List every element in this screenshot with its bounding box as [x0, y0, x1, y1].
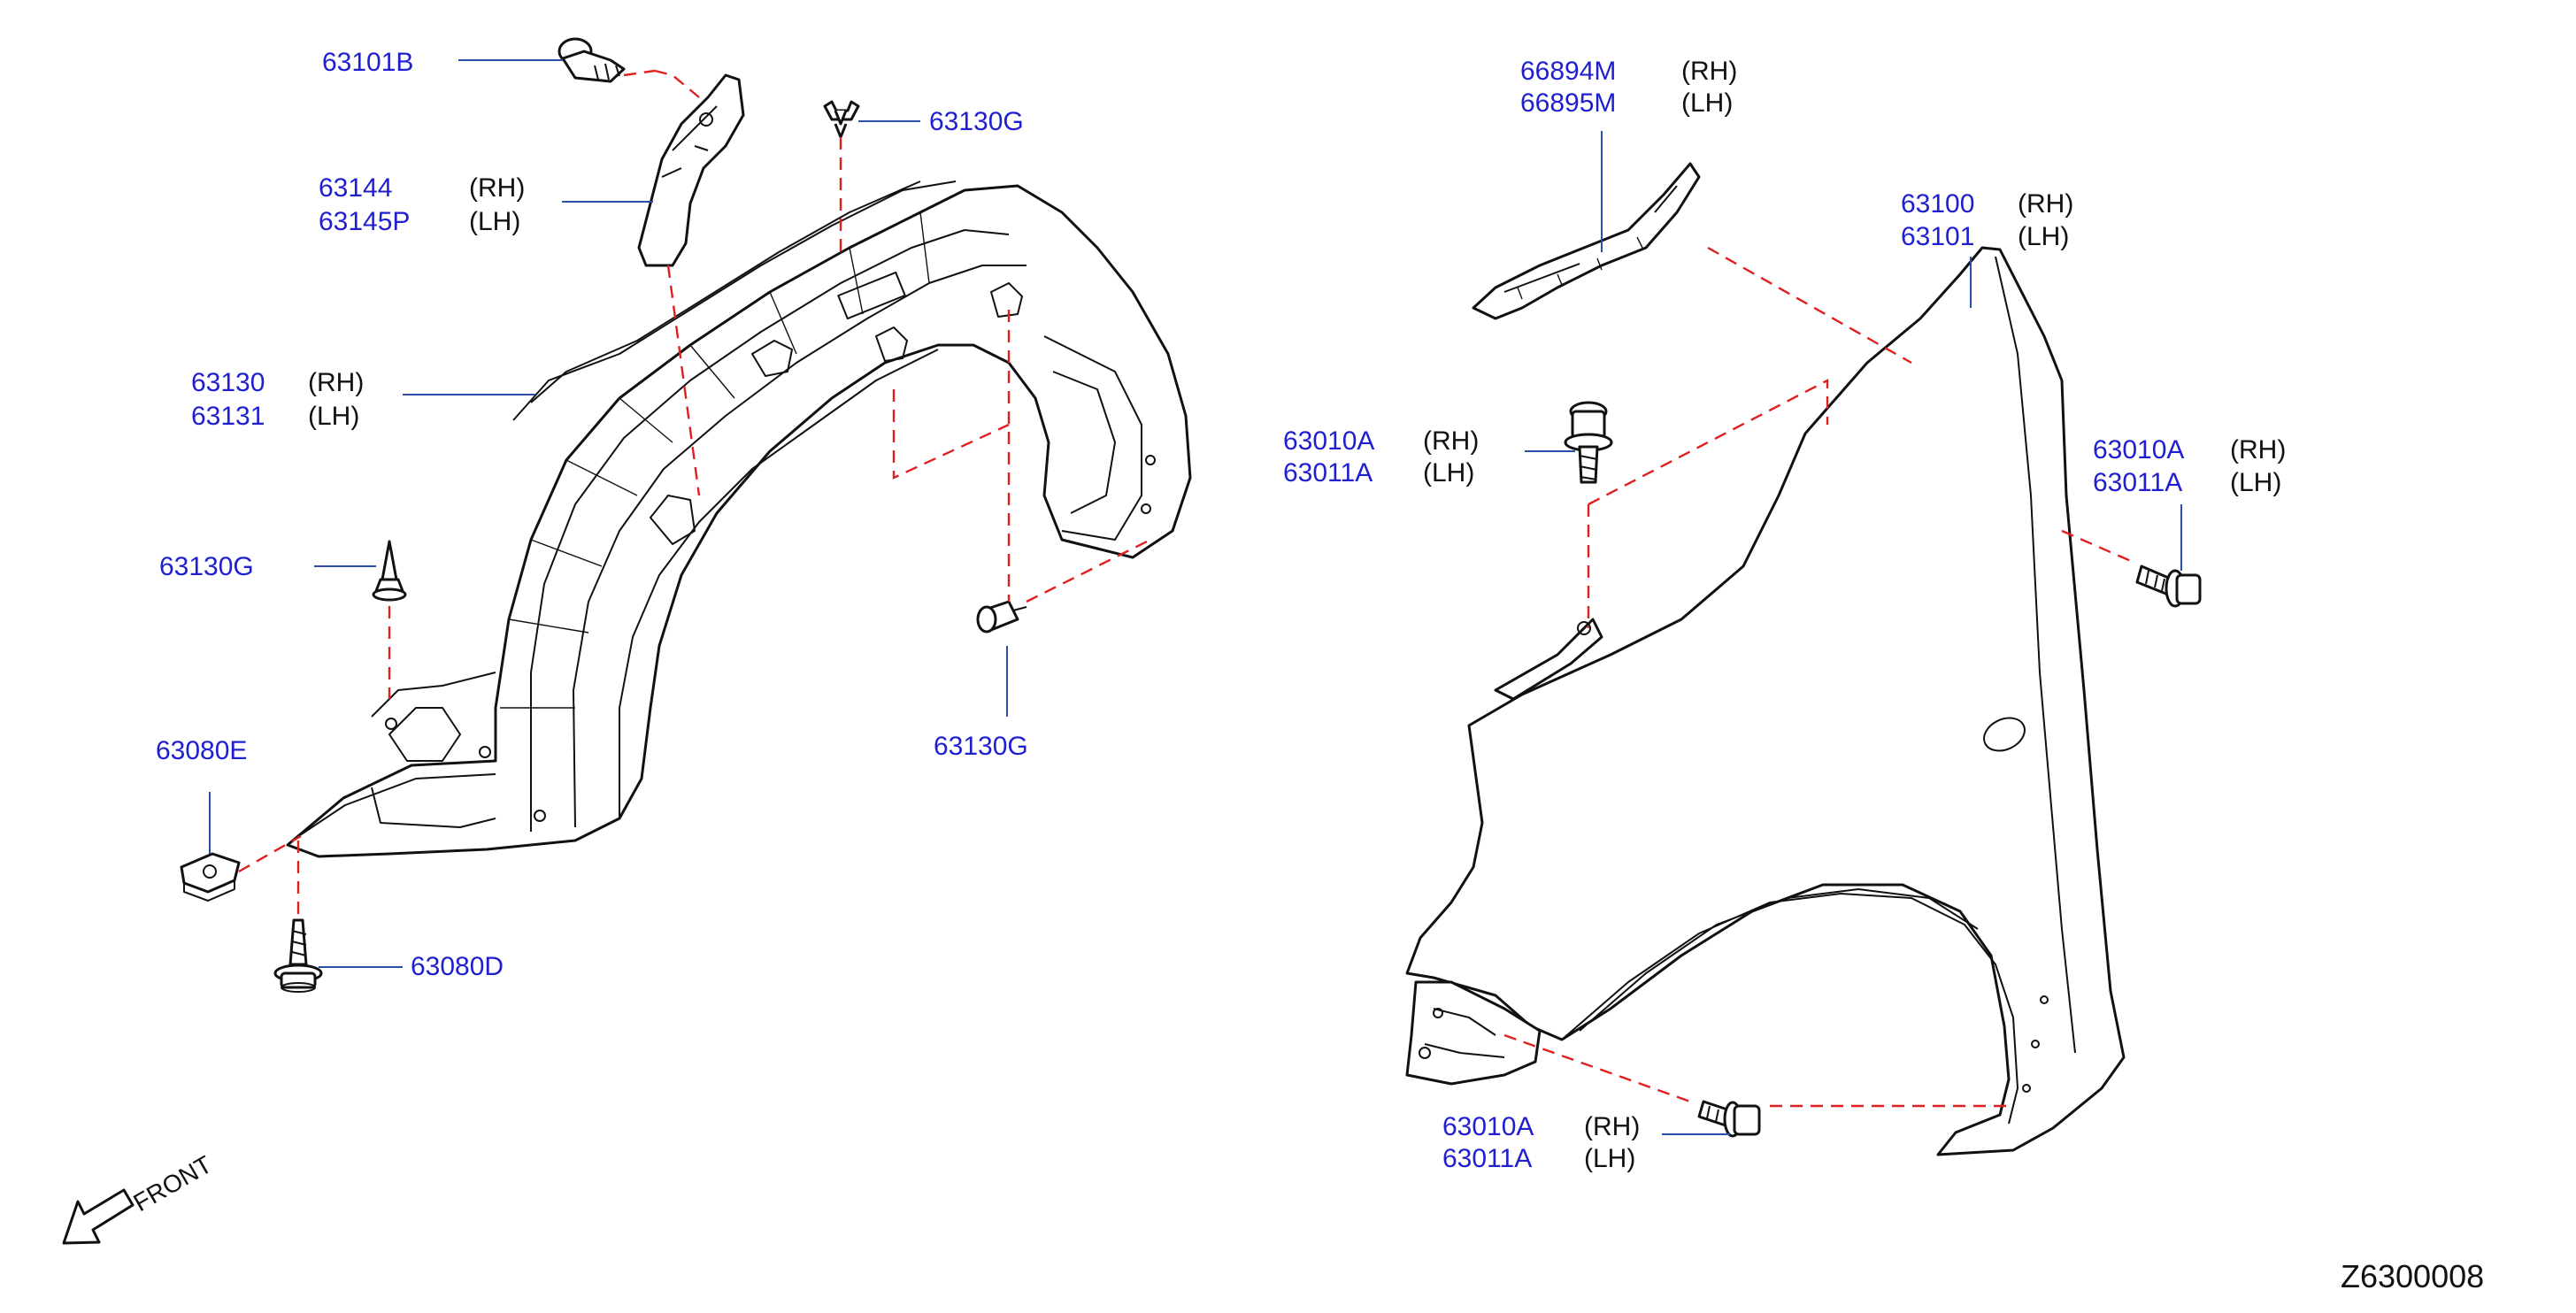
- side-label: (RH): [308, 368, 364, 397]
- part-number: 63011A: [2093, 468, 2182, 497]
- callout-clip-right: 63130G: [934, 732, 1028, 761]
- part-number: 63010A: [1442, 1112, 1534, 1141]
- part-number: 63130G: [934, 732, 1028, 761]
- callout-bolt-rear: 63010A (RH) 63011A (LH): [2093, 435, 2286, 497]
- part-number: 63100: [1901, 189, 1974, 219]
- part-number: 63010A: [2093, 435, 2184, 465]
- fender-bolt-top-drawing: [1564, 401, 1613, 484]
- clip-right-drawing: [976, 600, 1027, 633]
- clip-left-drawing: [372, 540, 407, 602]
- part-number: 63131: [191, 402, 265, 431]
- side-label: (RH): [1584, 1112, 1640, 1141]
- front-label: FRONT: [129, 1150, 217, 1217]
- stay-bracket-drawing: [637, 73, 745, 267]
- bracket-bolt-drawing: [557, 37, 626, 83]
- side-label: (LH): [469, 207, 520, 236]
- fender-protector-drawing: [286, 180, 1192, 858]
- part-number: 63010A: [1283, 426, 1374, 456]
- part-number: 63080D: [411, 952, 504, 981]
- side-label: (RH): [1423, 426, 1479, 456]
- callout-screw: 63080D: [411, 952, 504, 981]
- side-label: (LH): [1423, 458, 1474, 488]
- diagram-code: Z6300008: [2341, 1258, 2484, 1294]
- side-label: (RH): [2230, 435, 2286, 465]
- tapping-screw-drawing: [273, 918, 323, 993]
- side-label: (RH): [469, 173, 525, 203]
- part-number: 63011A: [1283, 458, 1373, 488]
- part-number: 63130G: [929, 107, 1024, 136]
- callout-clip-left: 63130G: [159, 552, 254, 581]
- part-number: 63101B: [322, 48, 413, 77]
- callout-stay: 63144 (RH) 63145P (LH): [319, 173, 525, 236]
- fender-seal-drawing: [1472, 162, 1701, 320]
- fender-bolt-bottom-drawing: [1697, 1100, 1761, 1138]
- speed-nut-drawing: [180, 852, 241, 902]
- clip-top-drawing: [823, 100, 860, 139]
- callout-bolt-top: 63010A (RH) 63011A (LH): [1283, 426, 1479, 488]
- side-label: (LH): [2018, 222, 2069, 251]
- front-direction-arrow: [62, 1188, 135, 1245]
- part-number: 63130: [191, 368, 265, 397]
- front-fender-drawing: [1405, 246, 2126, 1156]
- side-label: (LH): [308, 402, 359, 431]
- callout-seal: 66894M (RH) 66895M (LH): [1520, 57, 1737, 118]
- side-label: (RH): [2018, 189, 2073, 219]
- callout-nut: 63080E: [156, 736, 247, 765]
- callout-fender: 63100 (RH) 63101 (LH): [1901, 189, 2073, 251]
- callout-bolt-bottom: 63010A (RH) 63011A (LH): [1442, 1112, 1640, 1173]
- side-label: (LH): [1584, 1144, 1635, 1173]
- fender-bolt-rear-drawing: [2135, 564, 2202, 608]
- part-number: 63145P: [319, 207, 410, 236]
- part-number: 63011A: [1442, 1144, 1532, 1173]
- part-number: 63144: [319, 173, 392, 203]
- side-label: (LH): [2230, 468, 2281, 497]
- assembly-lines: [238, 69, 2134, 1108]
- part-number: 63101: [1901, 222, 1974, 251]
- callout-clip-top: 63130G: [929, 107, 1024, 136]
- part-number: 63080E: [156, 736, 247, 765]
- callout-protector: 63130 (RH) 63131 (LH): [191, 368, 364, 431]
- part-number: 66895M: [1520, 88, 1616, 118]
- callout-bracket-bolt: 63101B: [322, 48, 413, 77]
- side-label: (RH): [1681, 57, 1737, 86]
- part-number: 66894M: [1520, 57, 1616, 86]
- side-label: (LH): [1681, 88, 1733, 118]
- leader-lines: [209, 59, 2182, 1135]
- part-number: 63130G: [159, 552, 254, 581]
